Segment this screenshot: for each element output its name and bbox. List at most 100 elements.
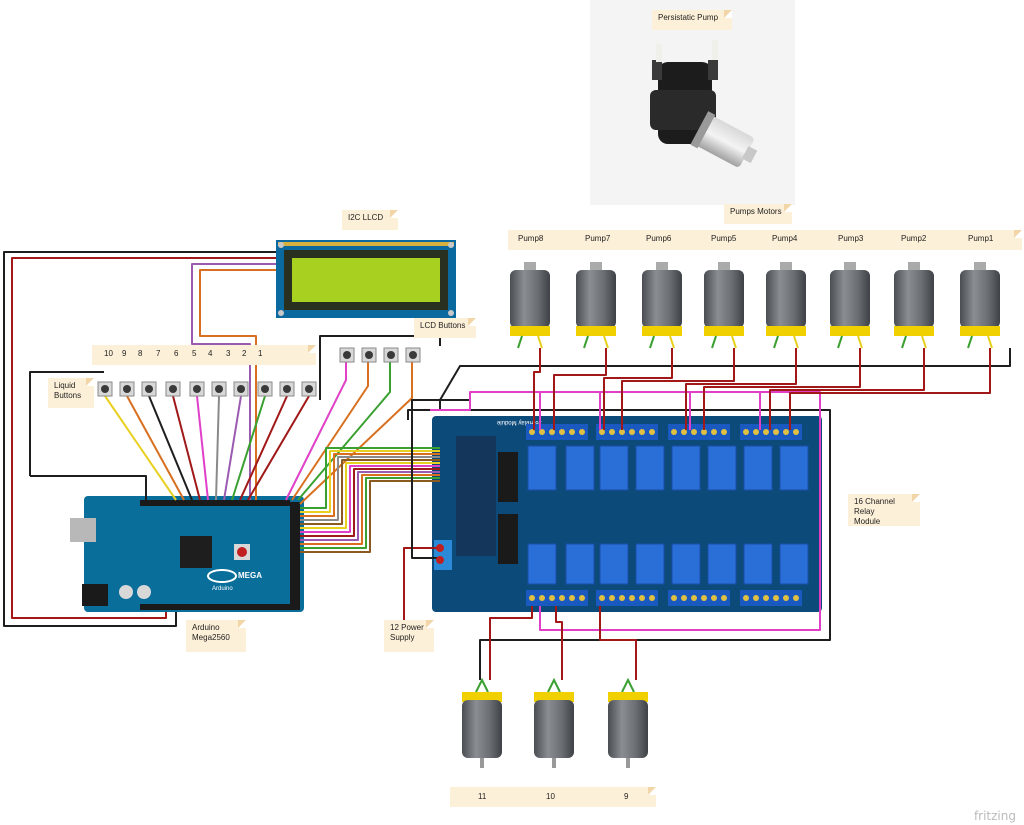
bottom-motor-cap	[462, 692, 502, 702]
screw-bottom-3-5	[711, 595, 717, 601]
terminal-top-2	[596, 424, 658, 440]
screw-bottom-4-3	[763, 595, 769, 601]
pump-names-strip	[508, 230, 1022, 250]
relay-bottom-7	[743, 543, 773, 585]
screw-top-4-5	[783, 429, 789, 435]
screw-top-4-2	[753, 429, 759, 435]
wire-relay-input-8	[300, 468, 440, 537]
pump-motor-body	[766, 270, 806, 328]
pump-name-1: Pump8	[518, 234, 544, 243]
pump-motor-cap	[704, 326, 744, 336]
pump-name-8: Pump1	[968, 234, 994, 243]
wire-pump-red-8	[789, 348, 991, 430]
liquid-button-cap	[101, 385, 109, 393]
pump-motor-body	[576, 270, 616, 328]
liquid-button-cap	[215, 385, 223, 393]
wire-lcd-button-1	[285, 362, 347, 501]
arduino-label: Arduino Mega2560	[186, 620, 246, 652]
wire-relay-input-4	[300, 456, 440, 521]
pump-motor-shaft	[524, 262, 536, 270]
wire-lcd-scl	[199, 269, 276, 500]
button-number-5: 5	[192, 349, 197, 358]
pump-motor-lead-green	[901, 335, 907, 349]
screw-top-2-3	[619, 429, 625, 435]
pump-motor-cap	[576, 326, 616, 336]
screw-top-3-4	[701, 429, 707, 435]
liquid-button-cap	[145, 385, 153, 393]
pump-motor-shaft	[844, 262, 856, 270]
power-terminal-positive	[436, 544, 444, 552]
liquid-button-cap	[193, 385, 201, 393]
pump-motor-lead-yellow	[731, 335, 737, 349]
screw-bottom-3-2	[681, 595, 687, 601]
pump-motor-3	[642, 262, 682, 349]
relay-bottom-8	[779, 543, 809, 585]
pump-motor-body	[960, 270, 1000, 328]
screw-top-3-1	[671, 429, 677, 435]
button-numbers-strip	[92, 345, 316, 365]
pump-name-2: Pump7	[585, 234, 611, 243]
pump-motor-shaft	[780, 262, 792, 270]
bottom-motor-body	[608, 700, 648, 758]
relay-bottom-4	[635, 543, 665, 585]
pump-name-3: Pump6	[646, 234, 672, 243]
liquid-button-1	[301, 381, 317, 397]
lcd-button-1	[339, 347, 355, 363]
terminal-top-4	[740, 424, 802, 440]
screw-top-2-2	[609, 429, 615, 435]
pump-motor-lead-yellow	[793, 335, 799, 349]
screw-bottom-1-6	[579, 595, 585, 601]
pump-name-6: Pump3	[838, 234, 864, 243]
bottom-motor-cap	[608, 692, 648, 702]
bottom-numbers-strip	[450, 787, 656, 807]
wire-liquid-button-6	[196, 395, 209, 501]
screw-top-1-3	[549, 429, 555, 435]
pump-motor-lead-yellow	[987, 335, 993, 349]
lcd-button-3	[383, 347, 399, 363]
pump-motor-cap	[766, 326, 806, 336]
liquid-button-cap	[123, 385, 131, 393]
terminal-bottom-3	[668, 590, 730, 606]
wire-lcd-sda	[191, 263, 276, 500]
screw-bottom-3-1	[671, 595, 677, 601]
screw-top-4-1	[743, 429, 749, 435]
wire-liquid-button-9	[126, 395, 185, 501]
pump-motor-lead-green	[649, 335, 655, 349]
wire-relay-input-12	[300, 480, 440, 553]
pump-motor-1	[510, 262, 550, 349]
relay-top-3	[599, 445, 629, 491]
power-supply-label: 12 Power Supply	[384, 620, 434, 652]
bottom-motor-1	[462, 677, 502, 768]
pumps-motors-label: Pumps Motors	[724, 204, 792, 224]
pump-motor-lead-green	[837, 335, 843, 349]
wire-relay-input-3	[300, 453, 440, 517]
screw-bottom-2-2	[609, 595, 615, 601]
peristaltic-pump-label: Persistatic Pump	[652, 10, 732, 30]
liquid-button-6	[189, 381, 205, 397]
bottom-motor-3	[608, 677, 648, 768]
pump-motor-5	[766, 262, 806, 349]
pump-motor-lead-yellow	[857, 335, 863, 349]
pump-motor-4	[704, 262, 744, 349]
screw-bottom-4-5	[783, 595, 789, 601]
terminal-bottom-2	[596, 590, 658, 606]
wire-relay-input-11	[300, 477, 440, 549]
wire-lcdbtn-gnd	[319, 335, 441, 400]
relay-bottom-1	[527, 543, 557, 585]
bottom-motor-lead-green	[475, 677, 489, 693]
pump-motor-cap	[642, 326, 682, 336]
relay-module-label: 16 Channel Relay Module	[848, 494, 920, 526]
wire-bottom-common	[440, 409, 831, 680]
terminal-bottom-4	[740, 590, 802, 606]
relay-top-1	[527, 445, 557, 491]
bottom-motor-number-9: 9	[624, 792, 629, 801]
screw-top-3-5	[711, 429, 717, 435]
wire-pump-red-5	[685, 348, 797, 430]
pump-motor-lead-green	[583, 335, 589, 349]
screw-bottom-2-1	[599, 595, 605, 601]
pump-motor-shaft	[974, 262, 986, 270]
pump-motor-lead-green	[517, 335, 523, 349]
wire-relay-input-1	[300, 447, 440, 509]
bottom-motor-cap	[534, 692, 574, 702]
relay-top-7	[743, 445, 773, 491]
